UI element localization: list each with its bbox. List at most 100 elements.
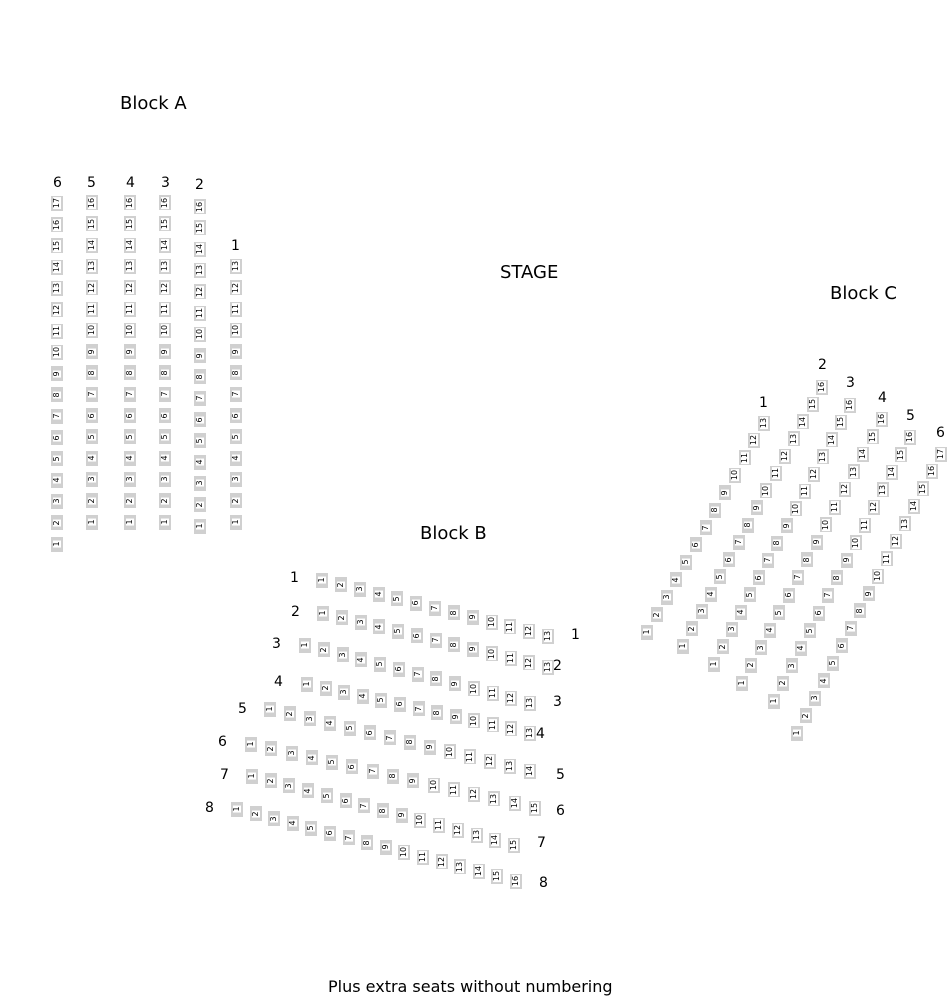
seat-c-row6-5[interactable]: 5 [827,655,839,671]
seat-b-row8-2[interactable]: 2 [249,806,262,822]
seat-a-row6-15[interactable]: 15 [51,238,63,254]
seat-a-row6-10[interactable]: 10 [51,344,63,360]
seat-c-row6-15[interactable]: 15 [917,481,929,497]
seat-a-row4-11[interactable]: 11 [124,301,136,317]
seat-c-row1-13[interactable]: 13 [758,415,770,431]
seat-a-row5-1[interactable]: 1 [86,514,98,530]
seat-a-row5-5[interactable]: 5 [86,429,98,445]
seat-b-row8-10[interactable]: 10 [398,844,411,860]
seat-b-row8-9[interactable]: 9 [379,839,392,855]
seat-c-row4-13[interactable]: 13 [848,464,860,480]
seat-a-row3-2[interactable]: 2 [159,493,171,509]
seat-c-row1-8[interactable]: 8 [709,502,722,518]
seat-c-row4-10[interactable]: 10 [820,517,832,533]
seat-a-row2-14[interactable]: 14 [194,241,206,257]
seat-c-row6-14[interactable]: 14 [908,498,920,514]
seat-b-row7-11[interactable]: 11 [433,817,446,833]
seat-c-row3-5[interactable]: 5 [744,587,757,603]
seat-b-row5-13[interactable]: 13 [504,758,516,774]
seat-c-row5-14[interactable]: 14 [885,464,898,480]
seat-a-row5-4[interactable]: 4 [86,450,98,466]
seat-b-row4-7[interactable]: 7 [412,701,425,716]
seat-b-row5-10[interactable]: 10 [444,744,456,760]
seat-c-row4-6[interactable]: 6 [782,587,795,603]
seat-b-row1-6[interactable]: 6 [410,595,423,611]
seat-b-row3-13[interactable]: 13 [524,695,536,711]
seat-b-row8-14[interactable]: 14 [472,863,485,879]
seat-c-row4-3[interactable]: 3 [754,640,767,656]
seat-c-row3-8[interactable]: 8 [771,535,784,551]
seat-b-row3-4[interactable]: 4 [355,652,368,667]
seat-b-row5-11[interactable]: 11 [464,749,476,765]
seat-b-row4-13[interactable]: 13 [524,725,536,741]
seat-c-row6-17[interactable]: 17 [935,446,947,462]
seat-c-row5-15[interactable]: 15 [894,447,907,463]
seat-c-row2-5[interactable]: 5 [714,569,727,585]
seat-b-row8-1[interactable]: 1 [231,801,243,817]
seat-a-row6-7[interactable]: 7 [51,408,63,424]
seat-c-row1-3[interactable]: 3 [660,589,673,605]
seat-a-row1-8[interactable]: 8 [230,365,242,381]
seat-a-row6-9[interactable]: 9 [51,366,63,382]
seat-a-row5-11[interactable]: 11 [86,301,98,317]
seat-c-row2-14[interactable]: 14 [797,414,810,430]
seat-b-row6-11[interactable]: 11 [447,782,460,798]
seat-b-row2-2[interactable]: 2 [335,610,348,625]
seat-b-row7-3[interactable]: 3 [283,778,296,794]
seat-c-row2-9[interactable]: 9 [751,500,764,516]
seat-c-row1-4[interactable]: 4 [670,572,683,588]
seat-a-row4-9[interactable]: 9 [124,344,136,360]
seat-a-row1-11[interactable]: 11 [230,301,242,317]
seat-b-row4-11[interactable]: 11 [486,717,499,733]
seat-a-row4-12[interactable]: 12 [124,280,136,296]
seat-a-row3-3[interactable]: 3 [159,471,171,487]
seat-b-row5-5[interactable]: 5 [344,720,356,736]
seat-c-row3-1[interactable]: 1 [708,656,720,672]
seat-a-row2-9[interactable]: 9 [194,348,206,364]
seat-b-row7-13[interactable]: 13 [470,827,483,843]
seat-b-row2-1[interactable]: 1 [317,605,329,621]
seat-b-row6-12[interactable]: 12 [468,786,481,802]
seat-a-row1-1[interactable]: 1 [230,514,242,530]
seat-a-row2-3[interactable]: 3 [194,475,206,491]
seat-b-row8-12[interactable]: 12 [435,854,448,870]
seat-a-row1-7[interactable]: 7 [230,386,242,402]
seat-c-row6-3[interactable]: 3 [809,690,821,706]
seat-b-row8-7[interactable]: 7 [342,830,355,846]
seat-a-row5-16[interactable]: 16 [86,195,98,210]
seat-a-row3-13[interactable]: 13 [159,258,171,274]
seat-c-row6-12[interactable]: 12 [890,533,902,549]
seat-b-row7-12[interactable]: 12 [451,822,464,838]
seat-b-row2-9[interactable]: 9 [467,641,479,657]
seat-a-row2-6[interactable]: 6 [194,412,206,427]
seat-b-row1-2[interactable]: 2 [334,577,347,593]
seat-b-row1-10[interactable]: 10 [485,614,498,630]
seat-b-row5-1[interactable]: 1 [264,701,276,717]
seat-a-row5-15[interactable]: 15 [86,216,98,232]
seat-a-row4-15[interactable]: 15 [124,216,136,232]
seat-c-row1-10[interactable]: 10 [728,467,741,483]
seat-c-row1-9[interactable]: 9 [719,485,731,501]
seat-b-row1-11[interactable]: 11 [504,619,517,635]
seat-b-row5-8[interactable]: 8 [404,734,416,750]
seat-b-row4-6[interactable]: 6 [393,696,406,712]
seat-c-row6-2[interactable]: 2 [800,708,812,724]
seat-b-row6-9[interactable]: 9 [407,773,420,789]
seat-b-row4-3[interactable]: 3 [338,684,351,700]
seat-c-row6-13[interactable]: 13 [899,516,911,532]
seat-a-row3-1[interactable]: 1 [159,514,171,530]
seat-a-row5-6[interactable]: 6 [86,408,98,423]
seat-b-row2-10[interactable]: 10 [485,646,498,661]
seat-b-row3-11[interactable]: 11 [486,685,499,701]
seat-c-row4-7[interactable]: 7 [792,569,804,585]
seat-b-row4-1[interactable]: 1 [301,676,313,692]
seat-c-row2-13[interactable]: 13 [788,431,801,447]
seat-c-row6-11[interactable]: 11 [881,551,893,567]
seat-c-row3-6[interactable]: 6 [753,570,766,586]
seat-b-row3-7[interactable]: 7 [411,666,424,682]
seat-a-row3-7[interactable]: 7 [159,386,171,402]
seat-c-row1-5[interactable]: 5 [680,554,692,570]
seat-c-row1-2[interactable]: 2 [650,607,663,623]
seat-b-row8-8[interactable]: 8 [361,835,374,851]
seat-a-row5-9[interactable]: 9 [86,344,98,360]
